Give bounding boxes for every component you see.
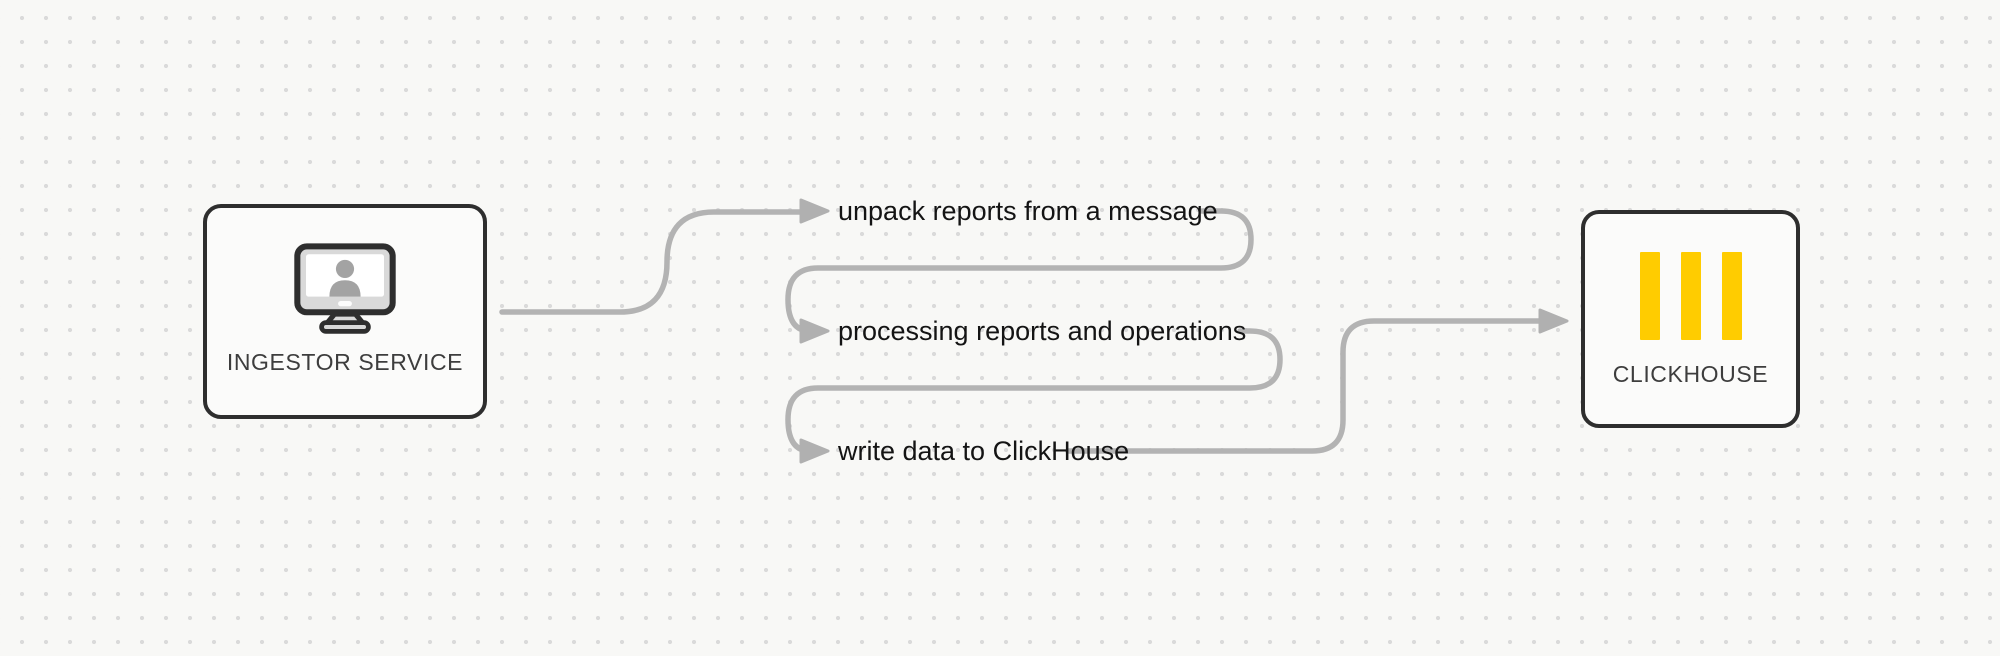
step-label-processing: processing reports and operations xyxy=(838,316,1247,346)
node-label-ingestor: INGESTOR SERVICE xyxy=(226,349,464,375)
clickhouse-bars-icon xyxy=(1639,252,1742,340)
clickhouse-bar xyxy=(1639,252,1660,340)
arrowhead-step2 xyxy=(799,318,830,344)
arrowhead-step1 xyxy=(799,198,830,224)
user-silhouette-head xyxy=(335,259,355,279)
step-label-write: write data to ClickHouse xyxy=(838,436,1130,466)
arrowhead-step3 xyxy=(799,438,830,464)
arrowhead-clickhouse xyxy=(1538,308,1569,334)
edge-step1-to-step2 xyxy=(785,208,1254,334)
edge-step2-to-step3 xyxy=(785,328,1283,454)
clickhouse-bar xyxy=(1721,252,1742,340)
user-silhouette-body xyxy=(329,280,361,297)
node-label-clickhouse: CLICKHOUSE xyxy=(1612,361,1769,387)
clickhouse-bar xyxy=(1680,252,1701,340)
monitor-user-icon xyxy=(294,243,396,334)
edge-step3-to-clickhouse xyxy=(1065,318,1546,454)
node-ingestor-service[interactable]: INGESTOR SERVICE xyxy=(203,204,487,419)
edge-ingestor-to-step1 xyxy=(499,209,804,315)
node-clickhouse[interactable]: CLICKHOUSE xyxy=(1581,210,1800,428)
step-label-unpack: unpack reports from a message xyxy=(838,196,1218,226)
